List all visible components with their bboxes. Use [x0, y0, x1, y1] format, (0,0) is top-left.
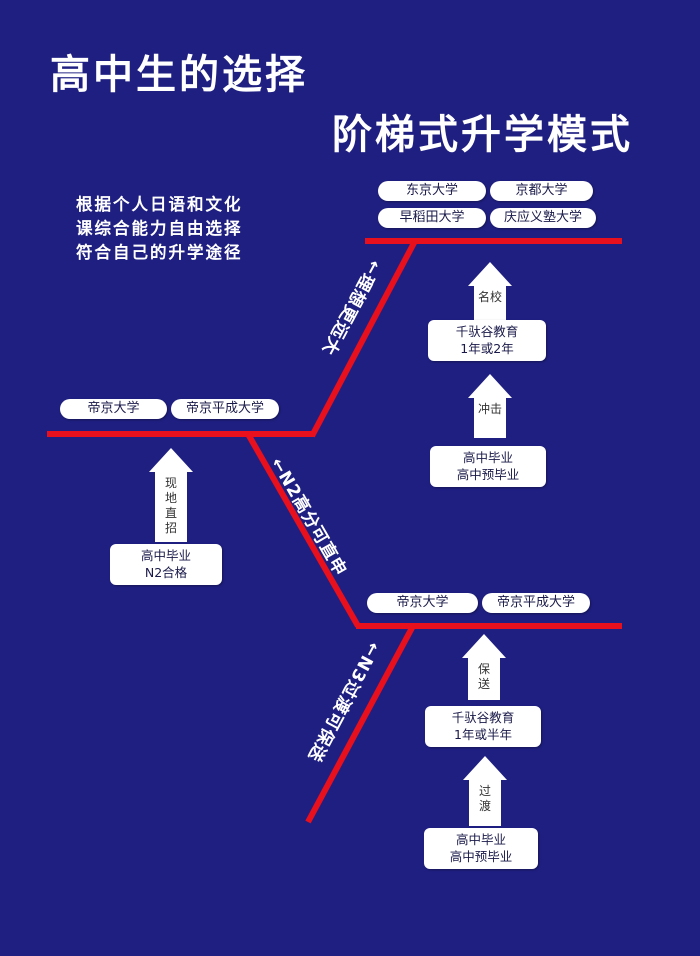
university-pill: 帝京平成大学 [482, 593, 590, 613]
start-box: 高中毕业 高中预毕业 [430, 446, 546, 487]
school-box: 千驮谷教育 1年或2年 [428, 320, 546, 361]
start-box-line-2: N2合格 [144, 565, 188, 580]
start-box-line-2: 高中预毕业 [449, 849, 513, 864]
arrow-head [468, 262, 512, 286]
arrow-text: 冲击 [477, 402, 502, 416]
arrow-text: 名校 [477, 290, 502, 304]
up-arrow: 保送 [457, 634, 511, 700]
start-box-line-1: 高中毕业 [455, 832, 506, 847]
upper-diagonal-line [309, 239, 418, 438]
lower-diagonal-line [305, 624, 416, 824]
university-pill: 京都大学 [490, 181, 593, 201]
school-box-line-1: 千驮谷教育 [455, 324, 519, 339]
university-pill: 早稻田大学 [378, 208, 486, 228]
arrow-text: 过渡 [478, 784, 491, 813]
up-arrow: 过渡 [458, 756, 512, 826]
university-pill: 庆应义塾大学 [490, 208, 596, 228]
school-box-line-1: 千驮谷教育 [451, 710, 515, 725]
intro-line-3: 符合自己的升学途径 [76, 243, 243, 262]
start-box: 高中毕业 N2合格 [110, 544, 222, 585]
school-box: 千驮谷教育 1年或半年 [425, 706, 541, 747]
up-arrow: 现地直招 [144, 448, 198, 542]
start-box: 高中毕业 高中预毕业 [424, 828, 538, 869]
university-pill: 帝京平成大学 [171, 399, 279, 419]
arrow-head [149, 448, 193, 472]
title-line-2: 阶梯式升学模式 [332, 112, 633, 158]
intro-text: 根据个人日语和文化 课综合能力自由选择 符合自己的升学途径 [76, 193, 243, 265]
arrow-label: 保送 [468, 658, 500, 700]
school-box-line-2: 1年或2年 [460, 341, 514, 356]
university-pill: 帝京大学 [60, 399, 167, 419]
arrow-head [463, 756, 507, 780]
start-box-line-1: 高中毕业 [462, 450, 513, 465]
middle-diagonal-line [245, 432, 361, 628]
school-box-line-2: 1年或半年 [454, 727, 512, 742]
arrow-label: 现地直招 [155, 472, 187, 542]
title-line-1: 高中生的选择 [50, 52, 308, 98]
arrow-label: 过渡 [469, 780, 501, 826]
arrow-label: 冲击 [474, 398, 506, 438]
up-arrow: 名校 [463, 262, 517, 320]
arrow-head [468, 374, 512, 398]
intro-line-1: 根据个人日语和文化 [76, 195, 243, 214]
up-arrow: 冲击 [463, 374, 517, 438]
arrow-text: 保送 [477, 662, 490, 691]
arrow-text: 现地直招 [164, 476, 177, 535]
start-box-line-1: 高中毕业 [140, 548, 191, 563]
arrow-label: 名校 [474, 286, 506, 320]
university-pill: 东京大学 [378, 181, 486, 201]
arrow-head [462, 634, 506, 658]
university-pill: 帝京大学 [367, 593, 478, 613]
start-box-line-2: 高中预毕业 [456, 467, 520, 482]
intro-line-2: 课综合能力自由选择 [76, 219, 243, 238]
